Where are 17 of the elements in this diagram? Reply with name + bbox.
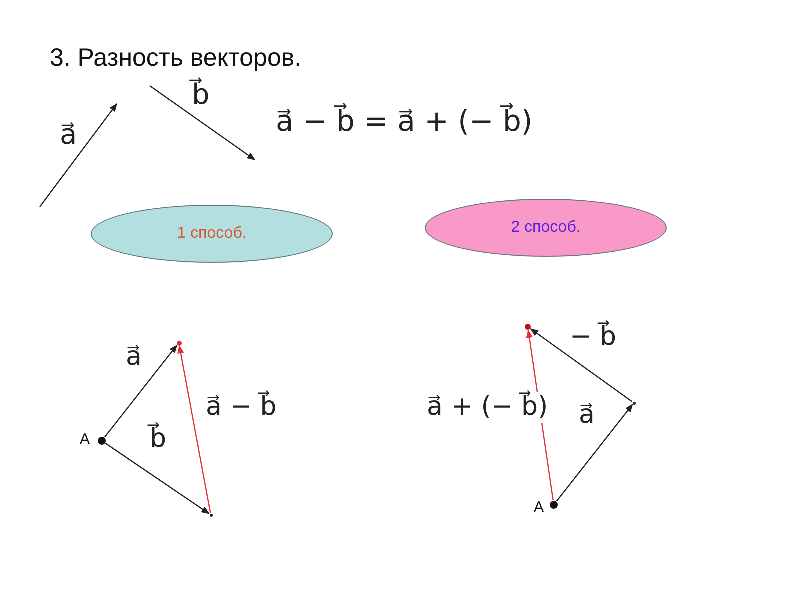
vector-arrow [105, 443, 210, 514]
point-dot [632, 402, 636, 404]
method-label: 2 способ. [511, 219, 581, 237]
vector-arrow [556, 404, 634, 502]
point-dot [210, 514, 212, 516]
vector-arrow [178, 345, 212, 514]
vector-label: a⃗ [60, 118, 78, 152]
method-label: 1 способ. [177, 225, 247, 243]
vector-arrow [530, 328, 633, 402]
vector-label: b⃗ [192, 78, 210, 112]
formula: a⃗ − b⃗ = a⃗ + (− b⃗) [276, 104, 533, 139]
point-dot [525, 324, 531, 330]
point-label: A [80, 431, 90, 448]
point-dot [176, 340, 182, 346]
point-label: A [534, 499, 544, 516]
title: 3. Разность векторов. [50, 44, 302, 73]
vector-arrow [104, 344, 178, 438]
